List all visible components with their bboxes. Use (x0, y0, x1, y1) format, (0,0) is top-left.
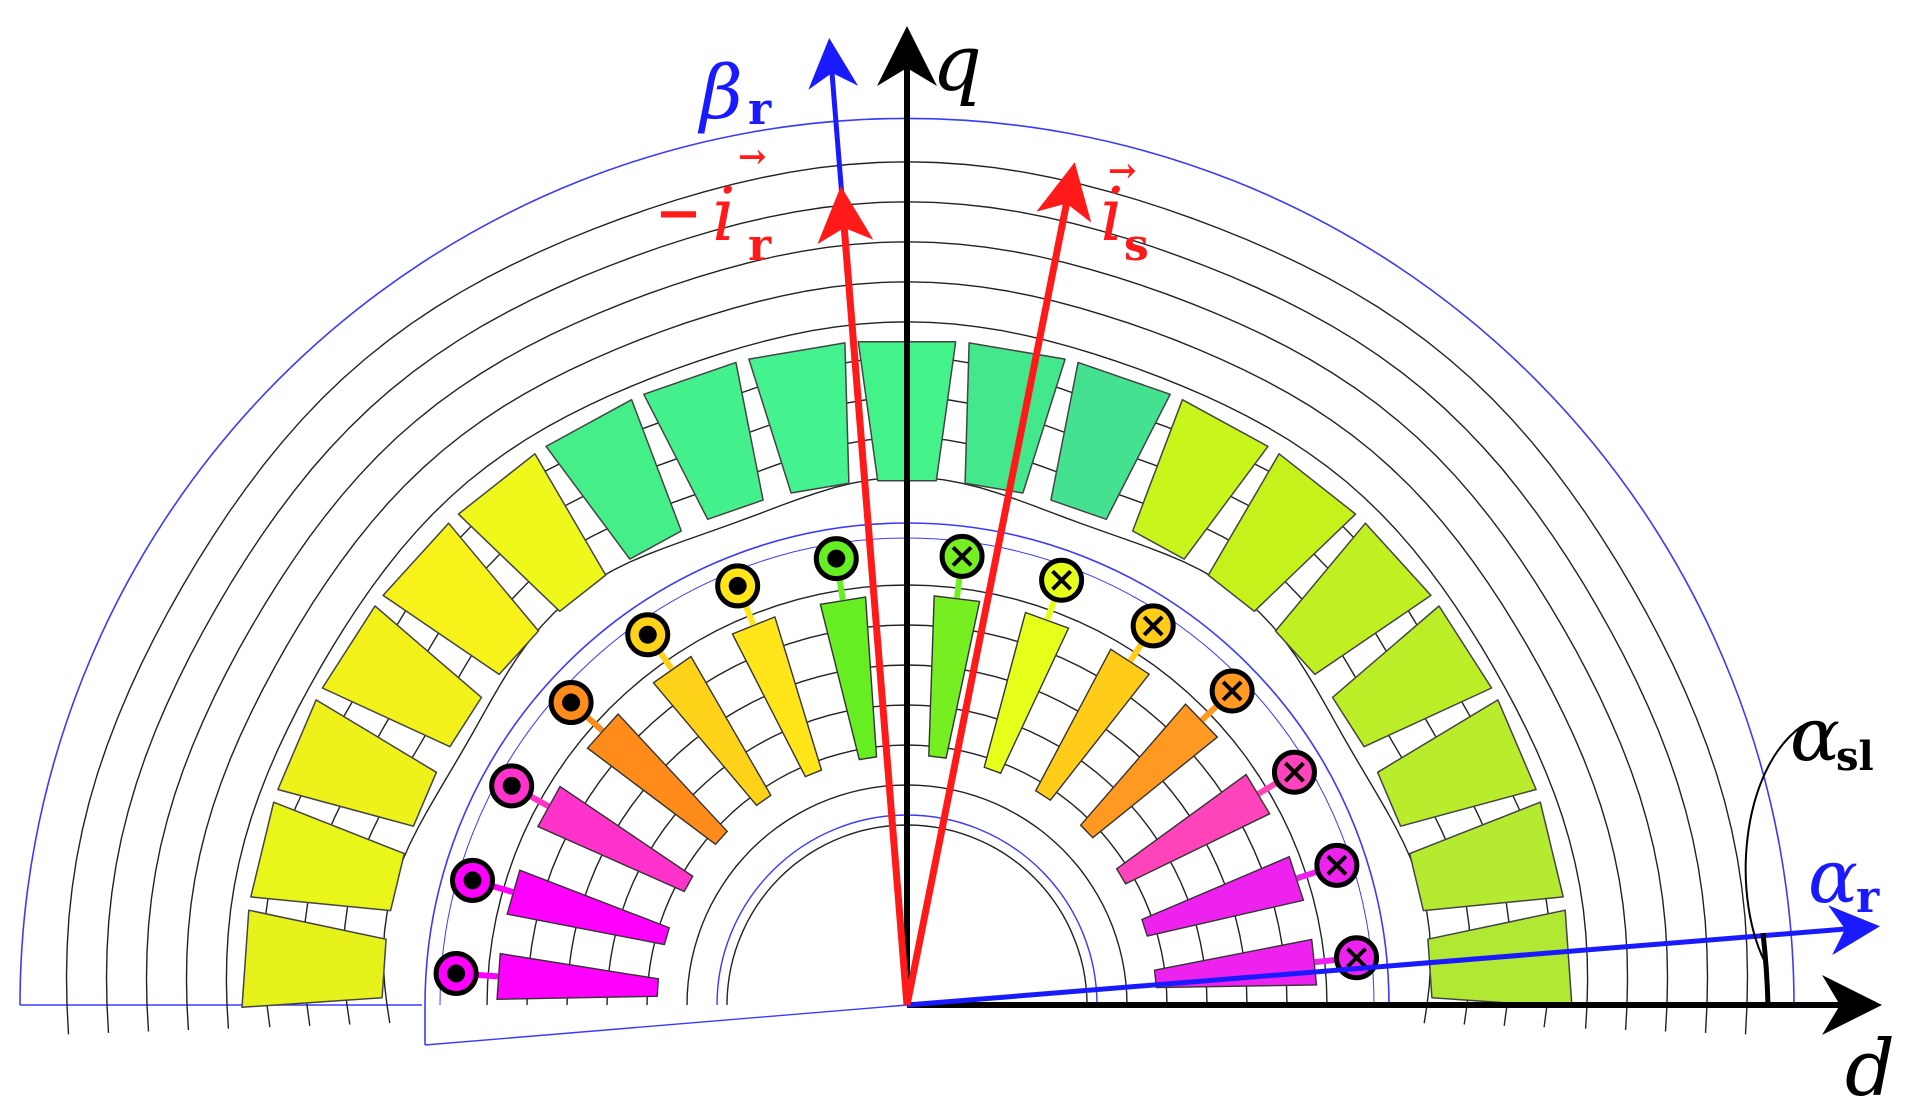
rotor-bars (433, 533, 1380, 1000)
current-in-cross-icon (1326, 854, 1348, 876)
svg-text:−: − (655, 180, 702, 246)
svg-text:r: r (748, 220, 772, 271)
d-axis-label: d (1845, 1024, 1895, 1114)
stator-slot (1274, 522, 1432, 676)
svg-text:β: β (697, 50, 743, 136)
stator-slot (1050, 361, 1171, 521)
stator-slot (277, 699, 438, 827)
svg-text:α: α (1790, 692, 1840, 778)
current-out-dot-icon (827, 549, 846, 568)
stator-slot (1207, 453, 1357, 613)
current-in-cross-icon (1142, 615, 1164, 637)
stator-slot (545, 398, 683, 560)
stator-current-vector (903, 162, 1092, 1006)
stator-slot (643, 361, 764, 521)
current-in-cross-icon (1284, 761, 1305, 783)
stator-current-label: i → s (1100, 151, 1149, 271)
current-out-dot-icon (638, 625, 657, 644)
current-out-dot-icon (728, 576, 747, 595)
current-in-cross-icon (1221, 680, 1243, 702)
current-out-dot-icon (463, 871, 482, 890)
svg-text:s: s (1124, 220, 1149, 271)
current-in-cross-icon (951, 545, 973, 567)
rotor-bar (1079, 703, 1219, 839)
rotor-bar (496, 952, 660, 1000)
stator-slot (748, 342, 850, 494)
svg-text:i: i (712, 172, 736, 258)
svg-text:sl: sl (1836, 733, 1874, 780)
rotor-current-label: − i → r (655, 137, 772, 271)
current-out-dot-icon (562, 693, 581, 712)
alpha-r-axis (906, 905, 1880, 1008)
stator-slot (1376, 699, 1537, 827)
svg-text:i: i (1100, 172, 1124, 258)
svg-text:r: r (1856, 872, 1880, 923)
rotor-outline (424, 522, 1390, 1045)
stator-slot (321, 605, 483, 748)
rotor-bar (1034, 648, 1151, 802)
current-out-dot-icon (502, 776, 521, 795)
svg-text:α: α (1808, 834, 1858, 920)
rotor-bar (652, 655, 772, 807)
rotor-base-line (424, 1004, 908, 1046)
alpha-r-label: α r (1808, 834, 1880, 923)
rotor-current-vector (817, 186, 911, 1006)
slip-angle-leader (1744, 725, 1803, 969)
rotor-bar (1115, 773, 1271, 885)
current-in-cross-icon (1051, 569, 1073, 591)
rotor-bar (506, 869, 671, 946)
rotor-bar (586, 713, 729, 846)
current-in-cross-icon (1346, 947, 1367, 969)
rotor-bar (731, 615, 823, 778)
svg-text:→: → (738, 137, 767, 177)
rotor-bar (819, 596, 878, 761)
stator-slot (964, 342, 1066, 494)
stator-slot (241, 909, 387, 1009)
stator-slot (1131, 398, 1269, 560)
alpha-sl-label: α sl (1790, 692, 1874, 780)
current-out-dot-icon (447, 964, 466, 983)
beta-r-label: β r (697, 50, 772, 136)
rotor-bar (536, 785, 694, 893)
svg-text:r: r (748, 84, 772, 135)
stator-slot (1408, 801, 1564, 912)
stator-slot (1331, 605, 1493, 748)
slip-angle-arc (1760, 932, 1771, 1006)
rotor-bar (928, 595, 981, 759)
stator-slot (250, 801, 406, 912)
rotor-bar (983, 611, 1070, 775)
rotor-bar (1141, 855, 1305, 937)
q-axis-label: q (932, 19, 982, 109)
stator-slot (457, 453, 607, 613)
svg-text:→: → (1108, 151, 1137, 191)
stator-slot (382, 522, 540, 676)
stator-slots (241, 341, 1573, 1009)
